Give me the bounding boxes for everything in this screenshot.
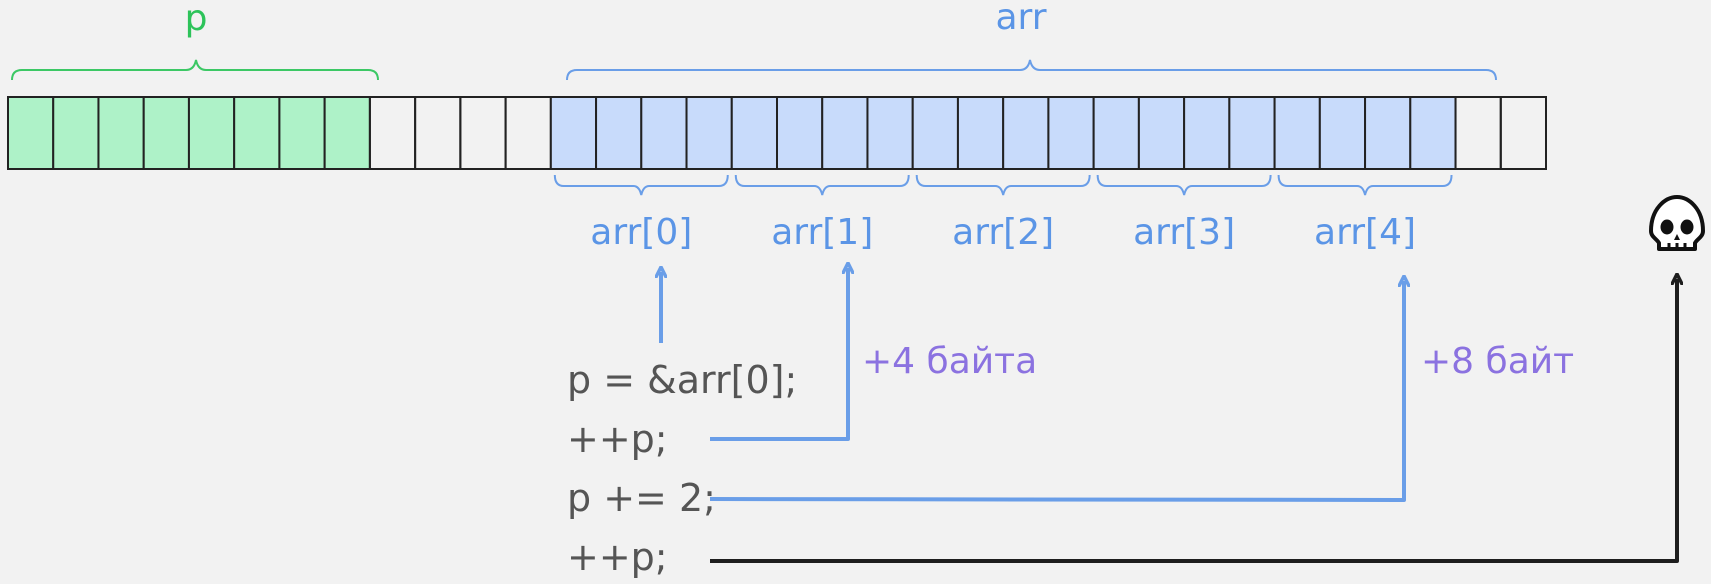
annotation-plus8: +8 байт — [1421, 341, 1574, 382]
p-label: p — [185, 0, 208, 39]
memory-cells — [7, 96, 1547, 170]
memory-cell-arr — [1273, 96, 1321, 170]
code-line-add-two: p += 2; — [567, 476, 716, 520]
memory-cell-arr — [685, 96, 733, 170]
element-brace-1 — [734, 174, 910, 196]
arrow-to-arr4 — [709, 281, 1404, 502]
memory-cell-arr — [1228, 96, 1276, 170]
memory-cell-arr — [1092, 96, 1140, 170]
memory-cell-arr — [595, 96, 643, 170]
element-label-1: arr[1] — [771, 212, 873, 253]
memory-cell-p — [97, 96, 145, 170]
code-line-increment-overflow: ++p; — [567, 535, 668, 579]
memory-cell-empty — [459, 96, 507, 170]
element-label-3: arr[3] — [1133, 212, 1235, 253]
element-label-2: arr[2] — [952, 212, 1054, 253]
skull-icon — [1649, 195, 1705, 251]
annotation-plus4: +4 байта — [862, 341, 1037, 382]
memory-cell-arr — [730, 96, 779, 170]
memory-cell-p — [278, 96, 326, 170]
memory-cell-arr — [1002, 96, 1050, 170]
memory-cell-arr — [1318, 96, 1367, 170]
memory-cell-p — [323, 96, 371, 170]
p-brace — [11, 59, 379, 81]
memory-cell-p — [233, 96, 281, 170]
code-line-increment: ++p; — [567, 417, 668, 461]
memory-cell-arr — [1137, 96, 1186, 170]
element-braces — [553, 174, 1453, 196]
memory-cell-empty — [368, 96, 417, 170]
memory-cell-arr — [1409, 96, 1457, 170]
code-line-assign: p = &arr[0]; — [567, 358, 797, 402]
element-labels: arr[0] arr[1] arr[2] arr[3] arr[4] — [590, 212, 1416, 253]
memory-cell-arr — [776, 96, 824, 170]
memory-cell-p — [187, 96, 236, 170]
arr-brace — [566, 59, 1497, 81]
memory-cell-p — [142, 96, 190, 170]
memory-cell-p — [7, 96, 55, 170]
memory-cell-arr — [640, 96, 688, 170]
memory-cell-arr — [821, 96, 869, 170]
memory-cell-arr — [866, 96, 914, 170]
element-label-4: arr[4] — [1314, 212, 1416, 253]
element-brace-2 — [915, 174, 1091, 196]
memory-cell-arr — [956, 96, 1005, 170]
arr-label: arr — [995, 0, 1046, 38]
memory-cell-arr — [1047, 96, 1095, 170]
element-brace-3 — [1096, 174, 1272, 196]
memory-cell-empty — [1499, 96, 1547, 170]
memory-cell-empty — [504, 96, 552, 170]
memory-cell-arr — [549, 96, 598, 170]
element-brace-4 — [1277, 174, 1453, 196]
arrow-to-overflow — [710, 279, 1677, 563]
memory-cell-arr — [1183, 96, 1231, 170]
memory-cell-arr — [1364, 96, 1412, 170]
memory-cell-p — [52, 96, 100, 170]
element-brace-0 — [553, 174, 729, 196]
memory-cell-empty — [414, 96, 462, 170]
memory-cell-arr — [911, 96, 959, 170]
element-label-0: arr[0] — [590, 212, 692, 253]
arrow-to-arr1 — [710, 268, 848, 441]
memory-cell-empty — [1454, 96, 1502, 170]
